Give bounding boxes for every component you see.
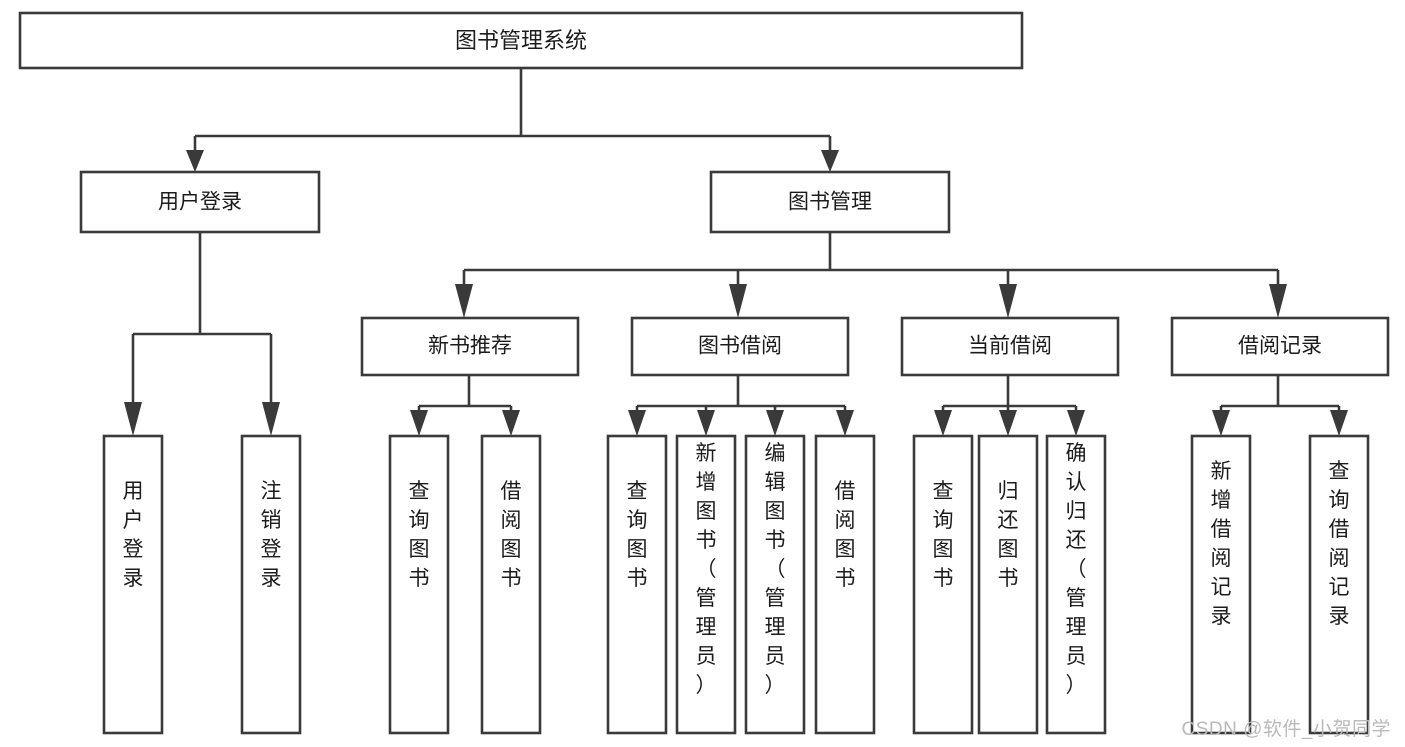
leaf-borrow-book-2-rect[interactable] <box>814 434 876 735</box>
leaf-borrow-book-2[interactable]: 借阅图书 <box>814 434 876 735</box>
arrowhead-leaf-user-login <box>124 402 142 436</box>
leaf-add-book-rect[interactable] <box>675 434 737 735</box>
arrowhead-leaf-confirm-return <box>1067 410 1085 436</box>
arrowhead-user-login <box>186 150 204 172</box>
leaf-query-book-2[interactable]: 查询图书 <box>606 434 668 735</box>
leaf-query-book-1[interactable]: 查询图书 <box>388 434 450 735</box>
leaf-user-login[interactable]: 用户登录 <box>102 434 164 735</box>
node-user-login-rect[interactable] <box>79 170 321 234</box>
node-user-login[interactable]: 用户登录 <box>79 170 321 234</box>
leaf-query-book-1-rect[interactable] <box>388 434 450 735</box>
leaf-borrow-book-1-rect[interactable] <box>480 434 542 735</box>
node-book-borrow-rect[interactable] <box>630 316 850 377</box>
leaf-add-record-rect[interactable] <box>1190 434 1252 735</box>
leaf-query-record[interactable]: 查询借阅记录 <box>1308 434 1370 735</box>
node-user-login-label: 用户登录 <box>158 191 242 214</box>
arrowhead-leaf-query-book-1 <box>410 410 428 436</box>
leaf-query-book-3-rect[interactable] <box>912 434 974 735</box>
node-book-borrow-label: 图书借阅 <box>698 335 782 358</box>
arrowhead-leaf-borrow-book-1 <box>502 410 520 436</box>
leaf-edit-book[interactable]: 编辑图书（管理员） <box>744 434 806 735</box>
leaf-query-record-rect[interactable] <box>1308 434 1370 735</box>
arrowhead-leaf-query-record <box>1330 410 1348 436</box>
node-borrow-record[interactable]: 借阅记录 <box>1170 316 1390 377</box>
edges-layer <box>124 68 1348 436</box>
leaf-edit-book-label: 编辑图书（管理员） <box>765 442 786 697</box>
arrowhead-leaf-add-record <box>1212 410 1230 436</box>
leaf-user-logout-rect[interactable] <box>240 434 302 735</box>
leaf-user-logout-label: 注销登录 <box>261 480 282 590</box>
arrowhead-leaf-borrow-book-2 <box>836 410 854 436</box>
node-root-rect[interactable] <box>18 11 1024 70</box>
leaf-add-record-label: 新增借阅记录 <box>1211 460 1232 628</box>
leaf-query-book-2-rect[interactable] <box>606 434 668 735</box>
arrowhead-leaf-user-logout <box>262 402 280 436</box>
leaf-user-login-label: 用户登录 <box>123 480 144 590</box>
leaf-confirm-return-label: 确认归还（管理员） <box>1066 442 1087 697</box>
leaf-add-record[interactable]: 新增借阅记录 <box>1190 434 1252 735</box>
node-borrow-record-rect[interactable] <box>1170 316 1390 377</box>
arrowhead-book-manage <box>821 150 839 172</box>
node-book-manage-label: 图书管理 <box>788 191 872 214</box>
leaf-return-book-rect[interactable] <box>977 434 1039 735</box>
node-current-borrow-rect[interactable] <box>900 316 1120 377</box>
leaf-borrow-book-1[interactable]: 借阅图书 <box>480 434 542 735</box>
leaf-query-book-3[interactable]: 查询图书 <box>912 434 974 735</box>
node-book-manage-rect[interactable] <box>709 170 951 234</box>
leaf-user-logout[interactable]: 注销登录 <box>240 434 302 735</box>
leaf-return-book-label: 归还图书 <box>998 480 1019 590</box>
leaf-borrow-book-1-label: 借阅图书 <box>501 480 522 590</box>
node-new-book-recommend[interactable]: 新书推荐 <box>360 316 580 377</box>
leaf-add-book[interactable]: 新增图书（管理员） <box>675 434 737 735</box>
leaf-query-book-1-label: 查询图书 <box>409 480 430 590</box>
leaf-return-book[interactable]: 归还图书 <box>977 434 1039 735</box>
leaf-user-login-rect[interactable] <box>102 434 164 735</box>
node-current-borrow[interactable]: 当前借阅 <box>900 316 1120 377</box>
arrowhead-leaf-return-book <box>999 410 1017 436</box>
leaf-confirm-return[interactable]: 确认归还（管理员） <box>1045 434 1107 735</box>
arrowhead-leaf-add-book <box>697 410 715 436</box>
arrowhead-leaf-query-book-2 <box>628 410 646 436</box>
watermark-text: CSDN @软件_小贺同学 <box>1181 719 1391 740</box>
node-book-borrow[interactable]: 图书借阅 <box>630 316 850 377</box>
node-current-borrow-label: 当前借阅 <box>968 335 1052 358</box>
leaf-add-book-label: 新增图书（管理员） <box>696 442 717 697</box>
node-root[interactable]: 图书管理系统 <box>18 11 1024 70</box>
arrowhead-borrow-record <box>1269 284 1287 318</box>
arrowhead-leaf-edit-book <box>766 410 784 436</box>
node-borrow-record-label: 借阅记录 <box>1238 335 1322 358</box>
arrowhead-current-borrow <box>999 284 1017 318</box>
node-new-book-recommend-label: 新书推荐 <box>428 335 512 358</box>
leaf-query-book-2-label: 查询图书 <box>627 480 648 590</box>
arrowhead-leaf-query-book-3 <box>934 410 952 436</box>
arrowhead-new-book-recommend <box>455 284 473 318</box>
node-book-manage[interactable]: 图书管理 <box>709 170 951 234</box>
node-root-label: 图书管理系统 <box>455 28 587 53</box>
leaf-query-book-3-label: 查询图书 <box>933 480 954 590</box>
arrowhead-book-borrow <box>729 284 747 318</box>
leaf-edit-book-rect[interactable] <box>744 434 806 735</box>
leaf-confirm-return-rect[interactable] <box>1045 434 1107 735</box>
leaf-borrow-book-2-label: 借阅图书 <box>835 480 856 590</box>
leaf-query-record-label: 查询借阅记录 <box>1329 460 1350 628</box>
node-new-book-recommend-rect[interactable] <box>360 316 580 377</box>
